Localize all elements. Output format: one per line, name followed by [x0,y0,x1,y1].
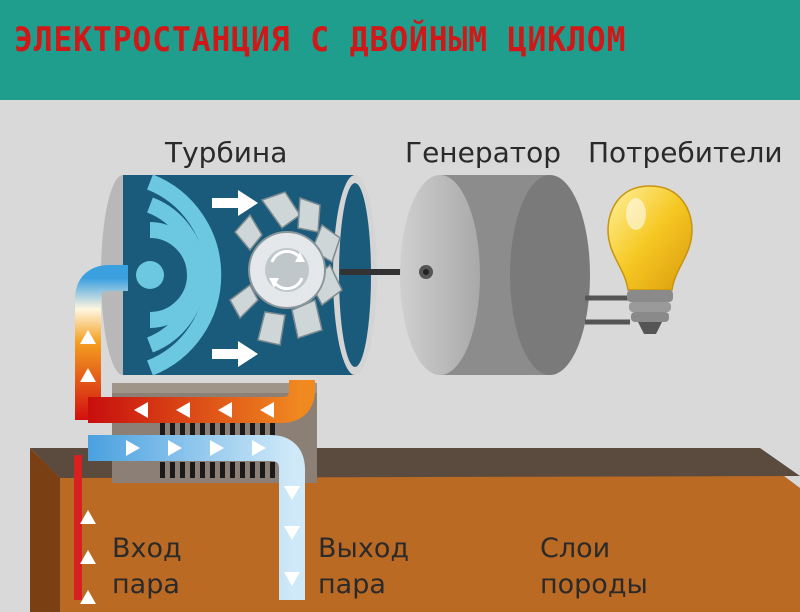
steam-inlet-label-line-1: Вход [112,533,182,564]
flow-arrows [80,330,300,604]
turbine-wheel-icon [229,191,343,346]
generator [400,175,590,375]
shaft [340,269,432,275]
title-banner: ЭЛЕКТРОСТАНЦИЯ С ДВОЙНЫМ ЦИКЛОМ [0,0,800,100]
arrow-icon [212,190,258,367]
turbine-label: Турбина [165,136,288,169]
steam-outlet-label-line-1: Выход [318,533,410,564]
wires [585,295,630,325]
rock-layers-label-line-1: Слои [540,533,611,564]
generator-label: Генератор [405,136,561,169]
consumers-label: Потребители [588,136,783,169]
steam-outlet-label-line-2: пара [318,569,386,600]
turbine [101,174,377,376]
steam-inlet-label-line-2: пара [112,569,180,600]
page-title: ЭЛЕКТРОСТАНЦИЯ С ДВОЙНЫМ ЦИКЛОМ [14,20,627,60]
rock-layers-label-line-2: породы [540,569,648,600]
lightbulb-icon [607,185,693,334]
